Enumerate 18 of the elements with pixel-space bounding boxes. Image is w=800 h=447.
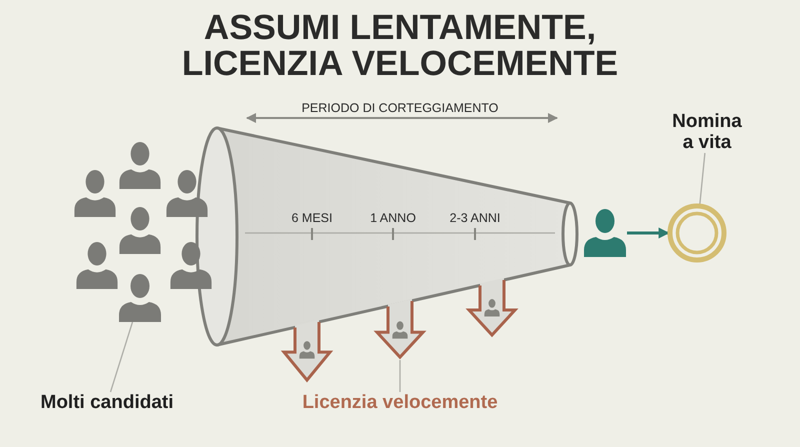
- title: ASSUMI LENTAMENTE, LICENZIA VELOCEMENTE: [181, 10, 619, 82]
- tick-label: 1 ANNO: [370, 211, 416, 225]
- tick-label: 2-3 ANNI: [449, 211, 501, 225]
- leader-line: [699, 152, 706, 205]
- person-icon: [583, 209, 627, 257]
- down-arrow: [375, 298, 425, 360]
- dimension-label: PERIODO DI CORTEGGIAMENTO: [301, 101, 499, 115]
- tick-label: 6 MESI: [291, 211, 333, 225]
- leader-line: [110, 322, 134, 392]
- person-icon: [118, 274, 162, 322]
- leader-line: [399, 360, 401, 392]
- ring-icon: [667, 203, 727, 263]
- callout-label: Molti candidati: [40, 392, 174, 414]
- down-arrow: [282, 318, 332, 383]
- callout-label: Nomina a vita: [672, 111, 742, 153]
- down-arrow: [467, 276, 517, 338]
- callout-label: Licenzia velocemente: [302, 392, 498, 414]
- arrow: [627, 228, 670, 238]
